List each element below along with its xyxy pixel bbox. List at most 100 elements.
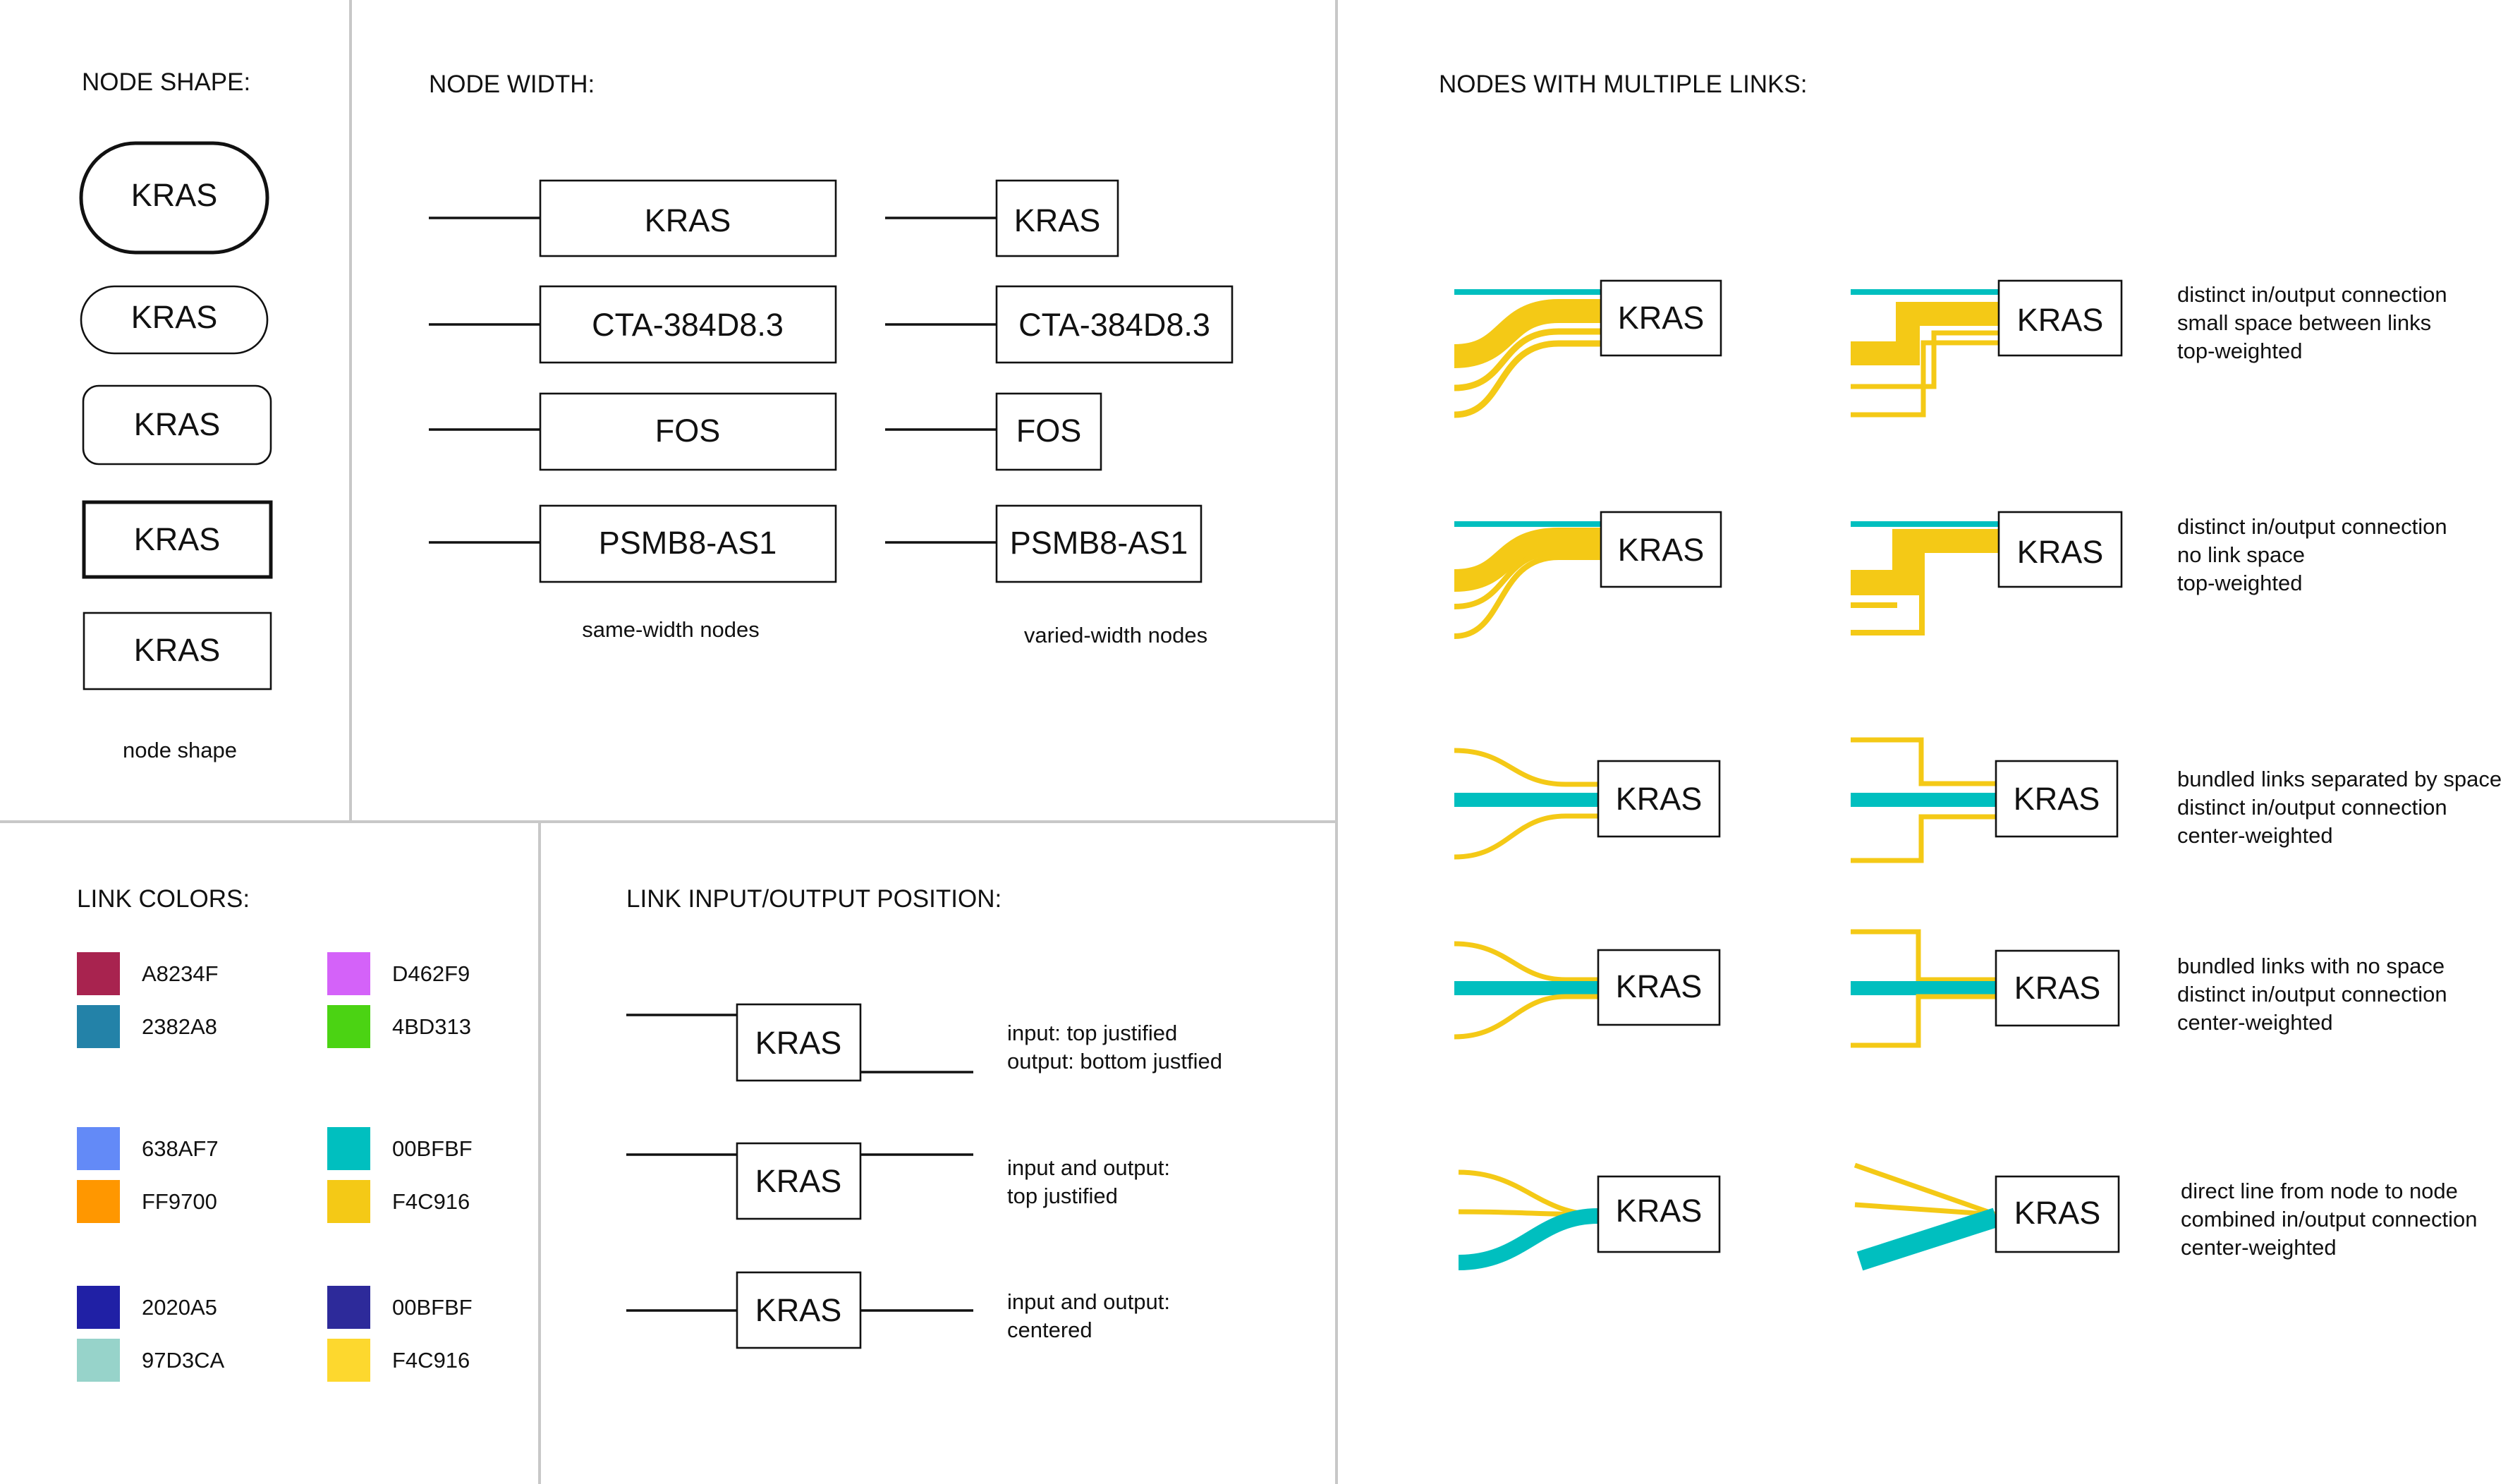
node-kras <box>1995 1175 2120 1253</box>
node-label: PSMB8-AS1 <box>599 525 777 561</box>
node-label: KRAS <box>131 177 218 213</box>
node-shape-heading: NODE SHAPE: <box>82 68 250 96</box>
node-kras <box>1597 1175 1721 1253</box>
varied-width-caption: varied-width nodes <box>1024 623 1207 647</box>
links-direct-combined: KRAS <box>1853 1162 2120 1271</box>
node-label: KRAS <box>755 1292 842 1328</box>
node-fos-varied <box>995 392 1102 471</box>
description-line: bundled links separated by space <box>2177 767 2502 791</box>
yellow-link <box>1454 340 1601 418</box>
link-position-section: LINK INPUT/OUTPUT POSITION: KRAS input: … <box>626 885 1222 1349</box>
description-line: small space between links <box>2177 310 2431 335</box>
description-line: distinct in/output connection <box>2177 982 2447 1006</box>
node-label: FOS <box>1016 413 1082 449</box>
node-label: KRAS <box>755 1163 842 1199</box>
node-shape-rect-thick <box>82 500 273 579</box>
node-label: KRAS <box>755 1025 842 1061</box>
node-shape-section: NODE SHAPE: KRAS KRAS KRAS KRAS KRAS nod… <box>79 68 273 762</box>
position-note: input and output: <box>1007 1289 1170 1314</box>
description-line: bundled links with no space <box>2177 954 2445 978</box>
color-hex-label: 638AF7 <box>142 1136 219 1161</box>
yellow-link-thick <box>1454 528 1601 592</box>
color-hex-label: D462F9 <box>392 961 470 986</box>
node-kras <box>1995 760 2119 838</box>
node-label: KRAS <box>2014 970 2101 1006</box>
yellow-link <box>1851 814 1996 863</box>
node-label: KRAS <box>131 299 218 335</box>
yellow-link <box>1854 1202 1997 1217</box>
link-position-heading: LINK INPUT/OUTPUT POSITION: <box>626 885 1002 913</box>
node-kras <box>1597 760 1721 838</box>
color-hex-label: 00BFBF <box>392 1295 473 1320</box>
yellow-link-thick <box>1892 529 1999 553</box>
yellow-link <box>1851 929 1996 983</box>
node-shape-caption: node shape <box>123 738 237 762</box>
node-kras <box>1997 279 2123 357</box>
node-label: KRAS <box>2017 534 2104 570</box>
yellow-link <box>1454 554 1601 639</box>
node-cta-varied <box>995 285 1234 364</box>
yellow-link <box>1454 328 1601 391</box>
color-hex-label: 4BD313 <box>392 1014 471 1039</box>
links-orthogonal-nospace: KRAS <box>1851 511 2123 635</box>
node-label: KRAS <box>1616 781 1703 817</box>
description-line: direct line from node to node <box>2181 1179 2458 1203</box>
node-label: CTA-384D8.3 <box>592 307 784 343</box>
position-note: top justified <box>1007 1184 1118 1208</box>
yellow-link <box>1458 1169 1599 1217</box>
node-label: KRAS <box>645 202 731 238</box>
yellow-link-thick <box>1851 302 1999 365</box>
yellow-link <box>1851 737 1996 786</box>
node-label: KRAS <box>1616 968 1703 1004</box>
yellow-link <box>1454 549 1601 609</box>
yellow-link <box>1454 813 1598 860</box>
link-colors-heading: LINK COLORS: <box>77 885 250 913</box>
teal-link-thick <box>1856 1208 1999 1271</box>
color-hex-label: FF9700 <box>142 1189 217 1214</box>
node-kras <box>539 179 837 257</box>
teal-link-thick <box>1458 1208 1599 1270</box>
position-note: output: bottom justfied <box>1007 1049 1222 1074</box>
node-label: FOS <box>655 413 721 449</box>
node-kras <box>736 1271 862 1349</box>
multi-links-heading: NODES WITH MULTIPLE LINKS: <box>1439 71 1808 98</box>
node-width-section: NODE WIDTH: KRAS CTA-384D8.3 FOS PSMB8-A… <box>429 71 1234 647</box>
node-shape-pill-thick <box>79 141 269 255</box>
links-orthogonal-spaced: KRAS <box>1851 279 2123 418</box>
node-kras <box>1600 279 1722 357</box>
node-label: KRAS <box>1014 202 1101 238</box>
color-swatch <box>77 1339 120 1382</box>
node-shape-pill <box>80 285 269 355</box>
node-shape-rounded <box>82 384 272 466</box>
position-note: centered <box>1007 1318 1092 1342</box>
links-orthogonal-bundled-spaced: KRAS <box>1851 737 2119 863</box>
yellow-link <box>1454 994 1598 1040</box>
node-kras <box>1597 949 1721 1026</box>
color-hex-label: 97D3CA <box>142 1348 224 1373</box>
color-swatch <box>327 1180 370 1223</box>
color-swatch <box>77 1127 120 1170</box>
node-fos <box>539 392 837 471</box>
node-label: KRAS <box>2014 781 2100 817</box>
yellow-link <box>1454 941 1598 983</box>
node-label: PSMB8-AS1 <box>1010 525 1188 561</box>
same-width-caption: same-width nodes <box>582 617 760 642</box>
yellow-link <box>1454 748 1598 787</box>
description-line: top-weighted <box>2177 339 2303 363</box>
yellow-link <box>1851 330 1999 389</box>
color-hex-label: 2382A8 <box>142 1014 217 1039</box>
color-swatch <box>327 1286 370 1329</box>
node-label: KRAS <box>2017 302 2104 338</box>
links-orthogonal-bundled-nospace: KRAS <box>1851 929 2120 1048</box>
description-line: distinct in/output connection <box>2177 795 2447 820</box>
color-hex-label: F4C916 <box>392 1348 470 1373</box>
color-swatch <box>327 1339 370 1382</box>
node-kras-varied <box>995 179 1119 257</box>
description-line: combined in/output connection <box>2181 1207 2478 1231</box>
description-line: center-weighted <box>2181 1235 2337 1260</box>
link-colors-section: LINK COLORS: A8234F2382A8D462F94BD313638… <box>77 885 473 1382</box>
description-line: center-weighted <box>2177 823 2333 848</box>
description-line: center-weighted <box>2177 1010 2333 1035</box>
links-curved-nospace: KRAS <box>1454 511 1722 639</box>
